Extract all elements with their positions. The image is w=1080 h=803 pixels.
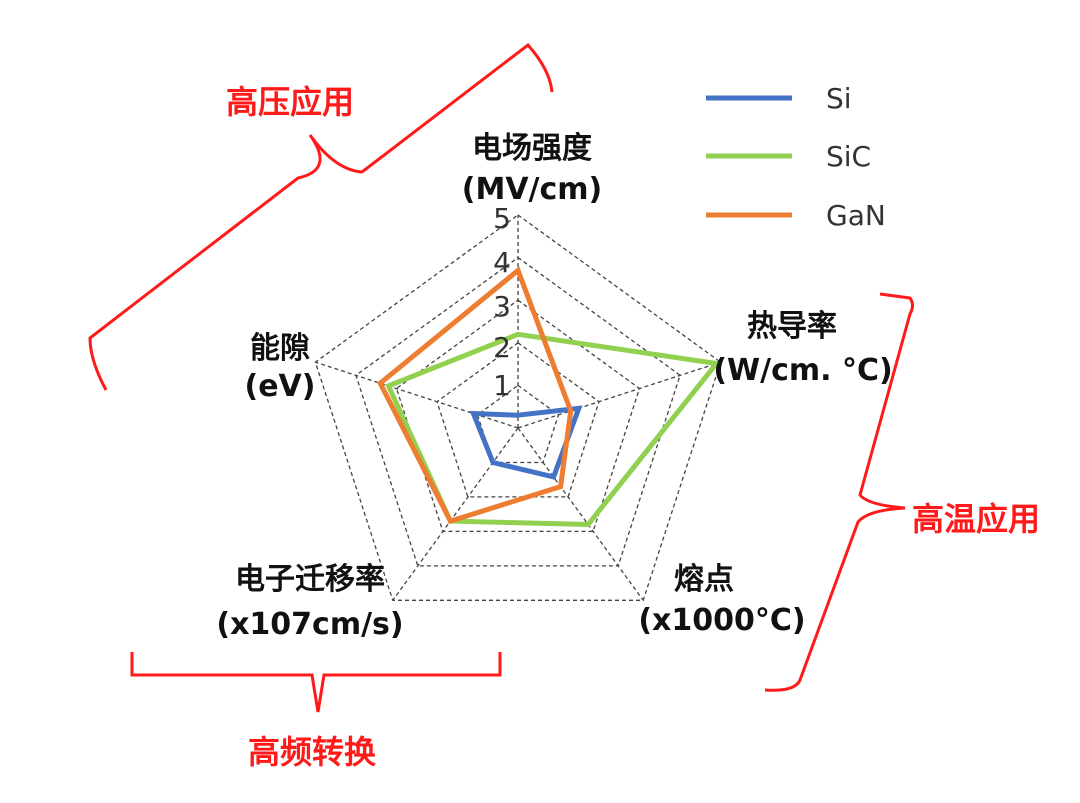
axis-name: 熔点 (674, 562, 734, 597)
spoke-4 (392, 427, 519, 601)
grid-ring-5 (314, 214, 722, 601)
annotation-high-temp: 高温应用 (764, 292, 1040, 692)
spoke-5 (315, 361, 519, 429)
axis-label-melting-point: 熔点 (x1000°C) (638, 562, 805, 638)
legend-item-sic: SiC (706, 140, 871, 173)
legend-label-gan: GaN (826, 199, 886, 232)
tick-labels: 1 2 3 4 5 (493, 202, 511, 402)
annotation-label-high-freq: 高频转换 (248, 733, 376, 771)
legend-item-gan: GaN (706, 199, 886, 232)
legend: Si SiC GaN (706, 82, 886, 232)
tick-label-5: 5 (493, 202, 511, 235)
axis-name: 能隙 (250, 331, 310, 366)
axis-label-band-gap: 能隙 (eV) (245, 331, 316, 404)
radar-spokes (315, 215, 721, 601)
bracket-high-voltage (88, 42, 554, 391)
spoke-2 (517, 361, 721, 429)
series-gan (377, 266, 574, 525)
axis-label-electron-mobility: 电子迁移率 (x107cm/s) (216, 562, 403, 642)
series-layer (377, 266, 722, 528)
axis-unit: (x107cm/s) (216, 607, 403, 642)
axis-name: 电场强度 (472, 131, 592, 166)
axis-name: 热导率 (747, 309, 837, 344)
annotation-high-voltage: 高压应用 (88, 42, 554, 391)
annotation-label-high-voltage: 高压应用 (226, 83, 354, 121)
tick-label-3: 3 (493, 290, 511, 323)
legend-label-sic: SiC (826, 140, 871, 173)
tick-label-2: 2 (493, 331, 511, 364)
axis-unit: (W/cm. °C) (713, 353, 892, 388)
grid-ring-4 (355, 256, 681, 567)
axis-label-electric-field: 电场强度 (MV/cm) (462, 131, 603, 207)
annotation-label-high-temp: 高温应用 (912, 500, 1040, 538)
legend-label-si: Si (826, 82, 852, 115)
series-sic (385, 331, 722, 528)
bracket-high-temp (764, 292, 914, 692)
spoke-3 (517, 427, 644, 601)
tick-label-4: 4 (493, 246, 511, 279)
axis-unit: (x1000°C) (638, 603, 805, 638)
axis-name: 电子迁移率 (235, 562, 385, 597)
axis-unit: (MV/cm) (462, 172, 603, 207)
tick-label-1: 1 (493, 369, 511, 402)
annotation-high-freq: 高频转换 (130, 652, 502, 771)
bracket-high-freq (130, 652, 502, 713)
legend-item-si: Si (706, 82, 852, 115)
axis-unit: (eV) (245, 369, 316, 404)
axis-label-thermal-conductivity: 热导率 (W/cm. °C) (713, 309, 892, 388)
